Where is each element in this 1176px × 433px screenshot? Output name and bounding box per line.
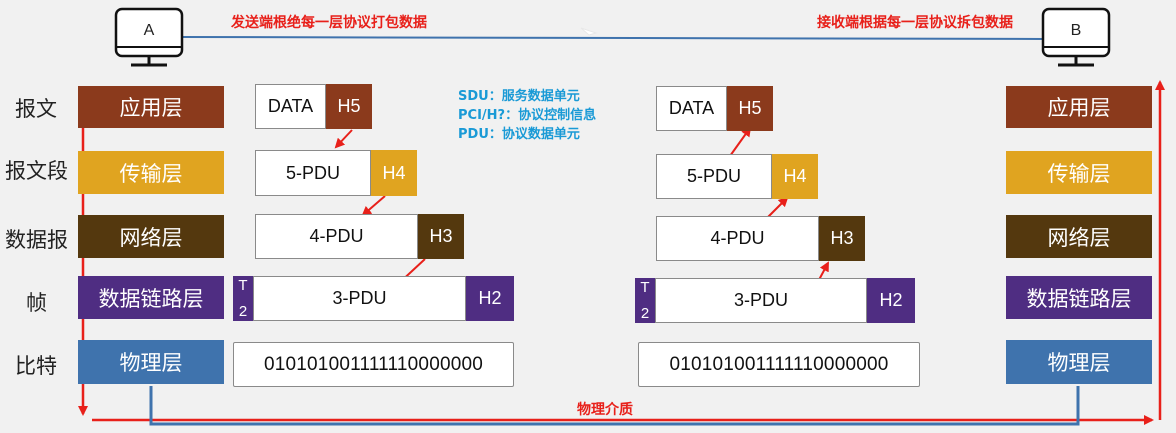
left-network-header: H3 <box>418 214 464 259</box>
left-link-data: 3-PDU <box>253 276 466 321</box>
encap-arrow-1 <box>334 129 353 149</box>
host-a-label: A <box>143 22 155 39</box>
left-layer-network: 网络层 <box>78 215 224 258</box>
physical-medium-line <box>149 386 1080 426</box>
monitor-a-icon <box>114 7 184 67</box>
send-note: 发送端根绝每一层协议打包数据 <box>231 15 427 31</box>
right-layer-transport: 传输层 <box>1006 151 1152 194</box>
physical-medium-label: 物理介质 <box>577 402 633 418</box>
right-transport-header: H4 <box>772 154 818 199</box>
row-label-bit: 比特 <box>15 354 57 378</box>
right-network-data: 4-PDU <box>656 216 819 261</box>
legend-sdu: SDU：服务数据单元 <box>458 89 580 104</box>
row-label-segment: 报文段 <box>5 159 68 183</box>
recv-note: 接收端根据每一层协议拆包数据 <box>817 15 1013 31</box>
legend-pci: PCI/H?：协议控制信息 <box>458 108 597 123</box>
left-layer-physical: 物理层 <box>78 340 224 384</box>
legend-pdu: PDU：协议数据单元 <box>458 127 580 142</box>
row-label-datagram: 数据报 <box>5 228 68 252</box>
right-link-trailer-t: T <box>640 279 650 296</box>
right-layer-network: 网络层 <box>1006 215 1152 258</box>
left-link-trailer: T 2 <box>233 276 253 321</box>
right-physical-bits: 010101001111110000000 <box>638 342 920 387</box>
decap-arrow-1 <box>729 126 752 157</box>
right-link-trailer-2: 2 <box>640 305 650 322</box>
right-network-header: H3 <box>819 216 865 261</box>
top-link-line <box>181 36 1046 40</box>
left-physical-bits: 010101001111110000000 <box>233 342 514 387</box>
host-b-label: B <box>1070 22 1082 39</box>
right-layer-application: 应用层 <box>1006 86 1152 128</box>
left-link-header: H2 <box>466 276 514 321</box>
left-link-trailer-t: T <box>238 277 248 294</box>
right-link-header: H2 <box>867 278 915 323</box>
left-transport-header: H4 <box>371 150 417 196</box>
legend: SDU：服务数据单元 PCI/H?：协议控制信息 PDU：协议数据单元 <box>458 87 596 144</box>
left-link-trailer-2: 2 <box>238 303 248 320</box>
right-transport-data: 5-PDU <box>656 154 772 199</box>
encap-arrow-2 <box>361 195 386 217</box>
row-label-message: 报文 <box>15 97 57 121</box>
flash-icon <box>580 27 598 36</box>
left-transport-data: 5-PDU <box>255 150 371 196</box>
left-network-data: 4-PDU <box>255 214 418 259</box>
right-link-data: 3-PDU <box>655 278 867 323</box>
right-link-trailer: T 2 <box>635 278 655 323</box>
left-layer-application: 应用层 <box>78 86 224 128</box>
right-layer-physical: 物理层 <box>1006 340 1152 384</box>
row-label-frame: 帧 <box>26 291 47 315</box>
right-layer-datalink: 数据链路层 <box>1006 276 1152 319</box>
monitor-b-icon <box>1041 7 1111 67</box>
left-app-data: DATA <box>255 84 326 129</box>
left-app-header: H5 <box>326 84 372 129</box>
right-app-data: DATA <box>656 86 727 131</box>
left-layer-datalink: 数据链路层 <box>78 276 224 319</box>
right-app-header: H5 <box>727 86 773 131</box>
left-layer-transport: 传输层 <box>78 151 224 194</box>
